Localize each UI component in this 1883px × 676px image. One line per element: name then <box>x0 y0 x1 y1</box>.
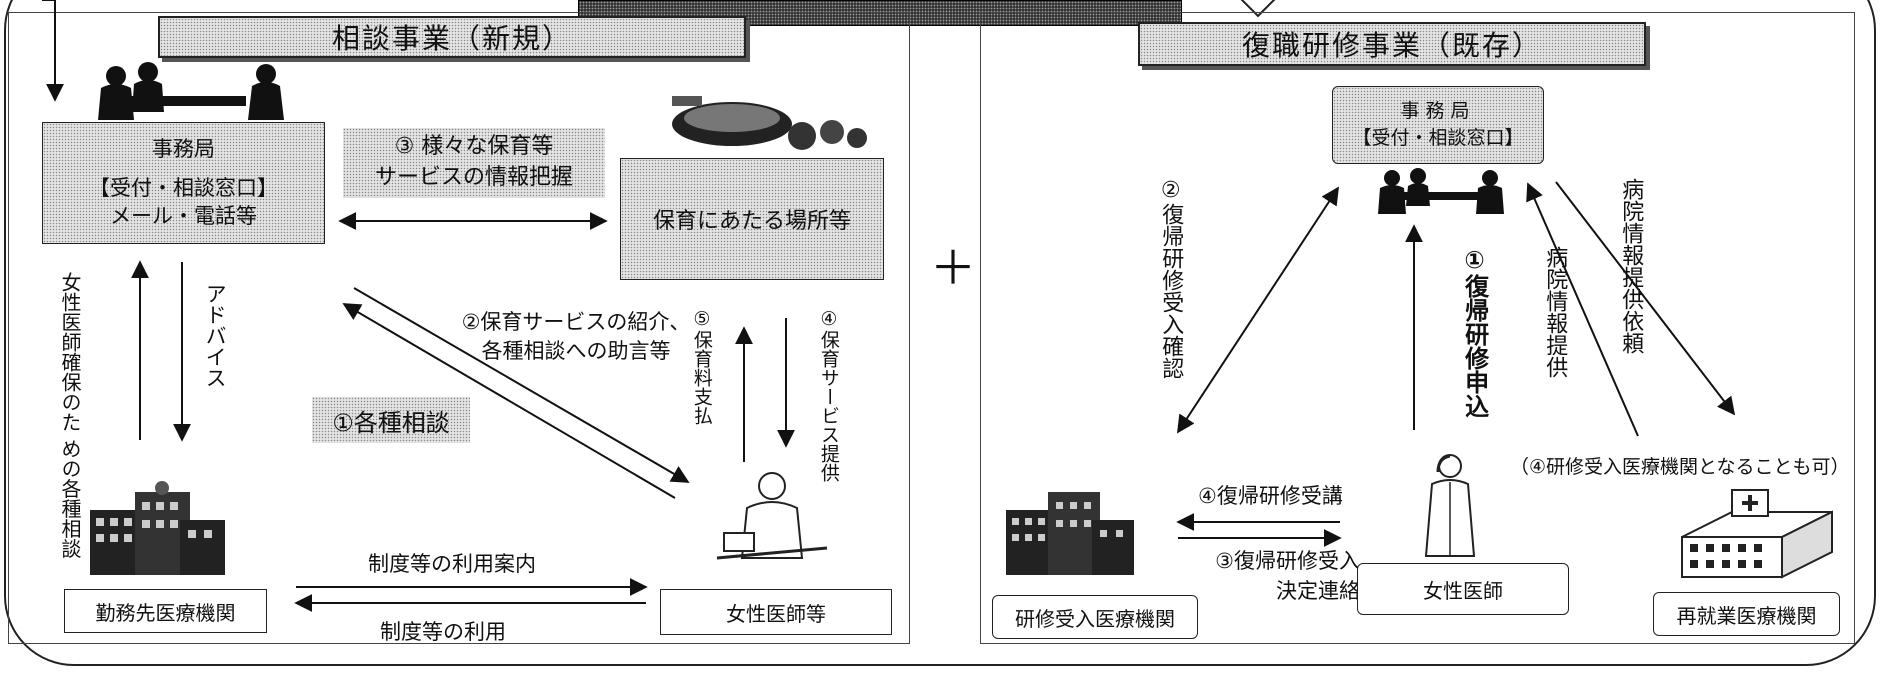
top-banner <box>578 0 1182 26</box>
training-hospital-icon <box>1006 492 1134 575</box>
service-label: ④保育サービス提供 <box>817 308 840 482</box>
arrow-info-request <box>1555 181 1736 416</box>
meeting-icon <box>98 62 284 120</box>
meeting-icon-right <box>1378 168 1504 214</box>
right-office-box: 事務局 【受付・相談窓口】 <box>1332 86 1544 164</box>
usage-label: 制度等の利用 <box>380 620 506 644</box>
guidance-label: 制度等の利用案内 <box>368 552 536 576</box>
reemploy-hospital-icon <box>1681 489 1833 579</box>
workplace-hospital-box: 勤務先医療機関 <box>64 589 267 633</box>
attend-label: ④復帰研修受講 <box>1198 484 1343 508</box>
nursery-icon <box>672 96 867 150</box>
hospital-info-request-label: 病院情報提供依頼 <box>1618 178 1644 354</box>
childcare-place-box: 保育にあたる場所等 <box>620 158 884 280</box>
woman-doctor-box: 女性医師 <box>1357 563 1569 615</box>
training-hospital-box: 研修受入医療機関 <box>992 595 1198 639</box>
consult-label-box: ①各種相談 <box>312 397 470 443</box>
office-contact: メール・電話等 <box>110 204 257 229</box>
left-office-box: 事務局 【受付・相談窓口】 メール・電話等 <box>42 122 325 244</box>
women-doctors-box: 女性医師等 <box>660 589 892 635</box>
accept-notice-label: ③復帰研修受入 決定連絡 <box>1215 549 1360 604</box>
reemploy-note-label: （④研修受入医療機関となることも可） <box>1510 456 1850 478</box>
outer-frame <box>4 0 1876 666</box>
right-header: 復職研修事業（既存） <box>1138 22 1646 66</box>
left-panel <box>8 12 910 644</box>
vertical-advice-label: アドバイス <box>203 283 228 388</box>
fee-label: ⑤保育料支払 <box>690 308 713 425</box>
office-reception: 【受付・相談窓口】 <box>89 175 278 200</box>
hospital-building-icon <box>90 481 225 575</box>
arrow-confirm <box>1177 186 1339 434</box>
arrow-diagonal-up <box>342 303 676 499</box>
childcare-info-box: ③ 様々な保育等 サービスの情報把握 <box>343 128 605 198</box>
intro-label: ②保育サービスの紹介、 各種相談への助言等 <box>461 310 691 364</box>
arrow-diagonal-down <box>353 287 690 483</box>
woman-doctor-icon <box>1424 454 1476 557</box>
plus-sign: ＋ <box>930 241 976 295</box>
office-title: 事務局 <box>152 137 215 162</box>
reemploy-hospital-box: 再就業医療機関 <box>1653 592 1840 636</box>
childcare-info-line2: サービスの情報把握 <box>374 165 573 190</box>
arrow-info-provide <box>1526 182 1639 437</box>
woman-doctor-desk-icon <box>716 472 828 560</box>
vertical-consult-label: 女性医師確保のた めの各種相談 <box>58 272 82 559</box>
childcare-info-line1: ③ 様々な保育等 <box>394 134 554 160</box>
left-header: 相談事業（新規） <box>158 16 746 58</box>
right-panel <box>980 12 1855 644</box>
training-apply-label: ①復帰研修申込 <box>1460 246 1489 418</box>
hospital-info-provide-label: 病院情報提供 <box>1542 246 1568 378</box>
